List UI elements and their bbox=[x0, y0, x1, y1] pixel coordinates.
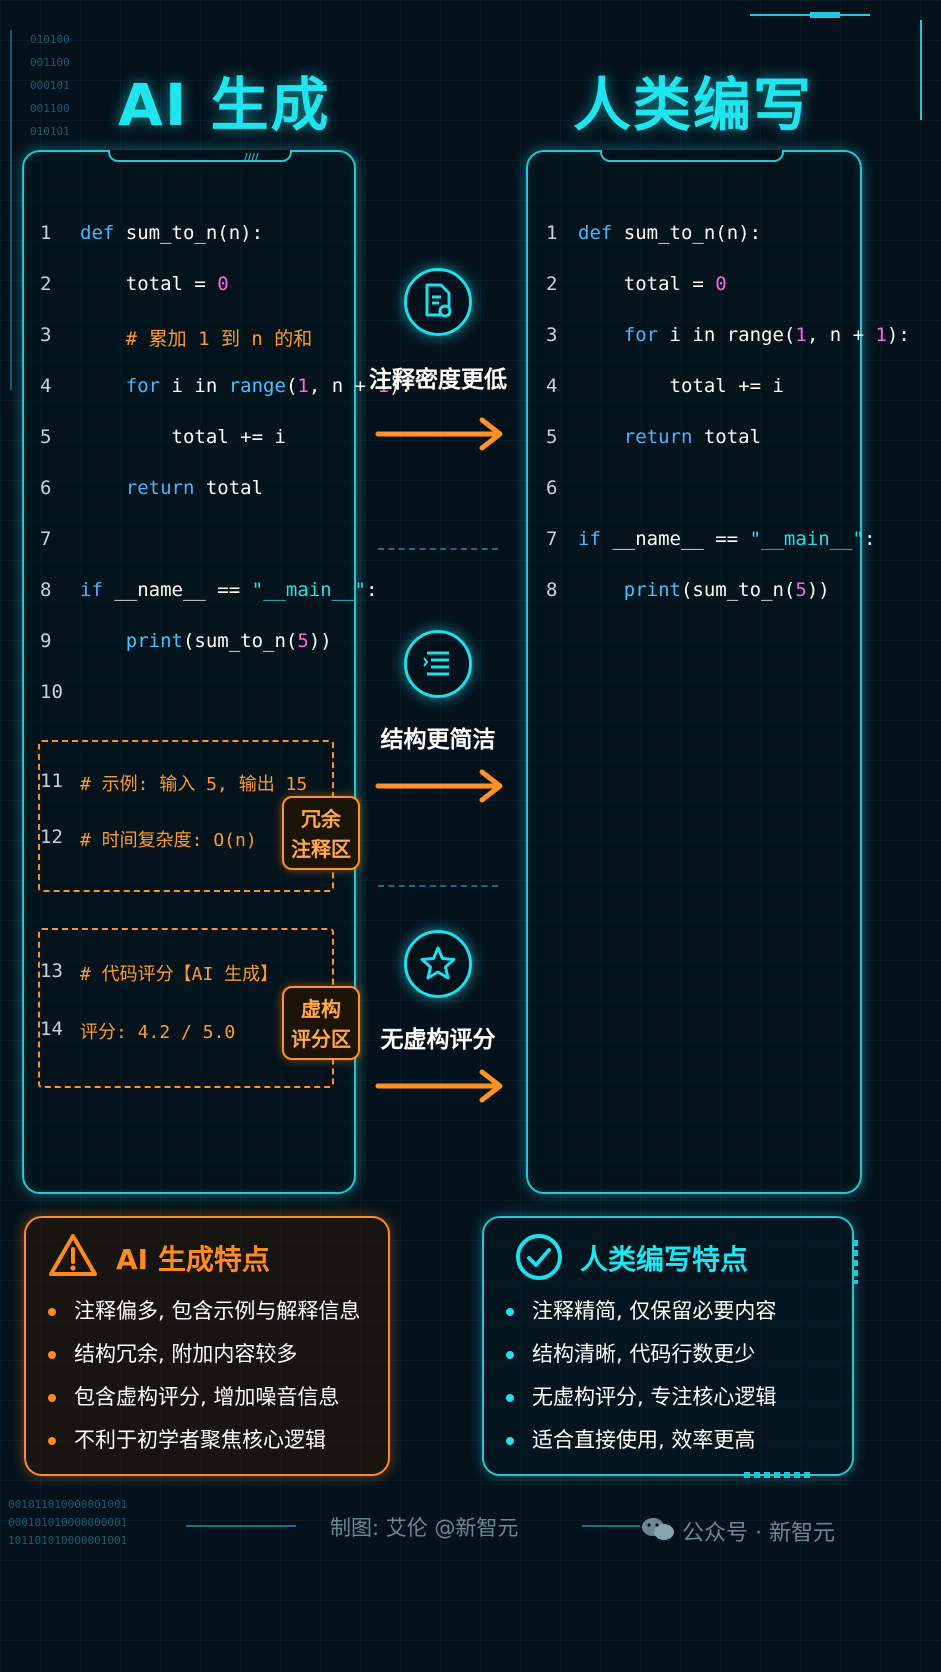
footer-wechat: 公众号 · 新智元 bbox=[682, 1521, 835, 1546]
comment-line: 评分: 4.2 / 5.0 bbox=[80, 1022, 236, 1043]
line-number: 10 bbox=[40, 681, 63, 703]
line-number: 3 bbox=[40, 324, 52, 346]
code-line: if __name__ == "__main__": bbox=[578, 528, 876, 550]
ai-features-title: AI 生成特点 bbox=[116, 1243, 270, 1276]
code-line: for i in range(1, n + 1): bbox=[125, 375, 412, 397]
line-number: 6 bbox=[546, 477, 558, 499]
line-number: 14 bbox=[40, 1018, 63, 1040]
code-line: if __name__ == "__main__": bbox=[80, 579, 378, 601]
arrow-right-icon bbox=[375, 1069, 503, 1103]
redundant-tag: 冗余注释区 bbox=[282, 796, 360, 870]
warning-icon bbox=[49, 1234, 97, 1276]
list-item: 适合直接使用, 效率更高 bbox=[506, 1419, 776, 1462]
line-number: 1 bbox=[546, 222, 558, 244]
line-number: 11 bbox=[40, 770, 63, 792]
code-line: # 累加 1 到 n 的和 bbox=[80, 328, 313, 350]
line-number: 9 bbox=[40, 630, 52, 652]
line-number: 5 bbox=[546, 426, 558, 448]
middle-label-1: 注释密度更低 bbox=[369, 367, 507, 393]
divider bbox=[378, 548, 498, 550]
code-line: total += i bbox=[80, 426, 286, 448]
line-number: 8 bbox=[40, 579, 52, 601]
human-features-title: 人类编写特点 bbox=[580, 1243, 749, 1276]
list-item: 无虚构评分, 专注核心逻辑 bbox=[506, 1376, 776, 1419]
footer-credit: 制图: 艾伦 @新智元 bbox=[330, 1516, 519, 1540]
line-number: 2 bbox=[40, 273, 52, 295]
panel-tab-stripes: //// bbox=[244, 152, 259, 163]
frame-dots bbox=[852, 1240, 858, 1284]
code-line: print(sum_to_n(5)) bbox=[125, 630, 332, 652]
code-line: print(sum_to_n(5)) bbox=[623, 579, 830, 601]
comment-line: # 时间复杂度: O(n) bbox=[80, 830, 257, 851]
list-item: 包含虚构评分, 增加噪音信息 bbox=[48, 1376, 360, 1419]
code-line: total = 0 bbox=[578, 273, 727, 295]
frame-dots bbox=[744, 1472, 814, 1478]
line-number: 7 bbox=[40, 528, 52, 550]
comment-line: # 示例: 输入 5, 输出 15 bbox=[80, 774, 308, 795]
wechat-icon bbox=[642, 1518, 674, 1540]
code-line: total = 0 bbox=[80, 273, 229, 295]
human-features-card: 人类编写特点 注释精简, 仅保留必要内容 结构清晰, 代码行数更少 无虚构评分,… bbox=[482, 1216, 854, 1476]
code-line: for i in range(1, n + 1): bbox=[623, 324, 910, 346]
middle-label-3: 无虚构评分 bbox=[380, 1027, 496, 1053]
code-line: return total bbox=[623, 426, 762, 448]
line-number: 12 bbox=[40, 826, 63, 848]
ai-title: AI 生成 bbox=[118, 71, 331, 139]
list-item: 不利于初学者聚焦核心逻辑 bbox=[48, 1419, 360, 1462]
middle-label-2: 结构更简洁 bbox=[380, 727, 496, 753]
document-icon bbox=[404, 268, 472, 336]
line-number: 1 bbox=[40, 222, 52, 244]
line-number: 2 bbox=[546, 273, 558, 295]
ai-features-list: 注释偏多, 包含示例与解释信息 结构冗余, 附加内容较多 包含虚构评分, 增加噪… bbox=[48, 1290, 360, 1462]
list-icon bbox=[404, 630, 472, 698]
footer-line bbox=[186, 1525, 296, 1527]
footer-line bbox=[582, 1525, 640, 1527]
divider bbox=[378, 885, 498, 887]
line-number: 13 bbox=[40, 960, 63, 982]
check-circle-icon bbox=[516, 1234, 562, 1280]
line-number: 4 bbox=[40, 375, 52, 397]
code-line: def sum_to_n(n): bbox=[578, 222, 762, 244]
ai-features-card: AI 生成特点 注释偏多, 包含示例与解释信息 结构冗余, 附加内容较多 包含虚… bbox=[24, 1216, 390, 1476]
line-number: 7 bbox=[546, 528, 558, 550]
line-number: 4 bbox=[546, 375, 558, 397]
human-code-panel bbox=[526, 150, 862, 1194]
arrow-right-icon bbox=[375, 769, 503, 803]
code-line: total += i bbox=[578, 375, 784, 397]
list-item: 注释偏多, 包含示例与解释信息 bbox=[48, 1290, 360, 1333]
line-number: 5 bbox=[40, 426, 52, 448]
star-icon bbox=[404, 930, 472, 998]
list-item: 结构冗余, 附加内容较多 bbox=[48, 1333, 360, 1376]
arrow-right-icon bbox=[375, 417, 503, 451]
code-line: return total bbox=[125, 477, 264, 499]
panel-tab bbox=[108, 150, 292, 162]
list-item: 结构清晰, 代码行数更少 bbox=[506, 1333, 776, 1376]
left-frame-line bbox=[10, 30, 12, 390]
panel-tab bbox=[600, 150, 784, 162]
line-number: 8 bbox=[546, 579, 558, 601]
right-frame-line bbox=[920, 20, 922, 120]
fake-score-tag: 虚构评分区 bbox=[282, 986, 360, 1060]
line-number: 6 bbox=[40, 477, 52, 499]
code-line: def sum_to_n(n): bbox=[80, 222, 264, 244]
comment-line: # 代码评分【AI 生成】 bbox=[80, 964, 279, 985]
human-title: 人类编写 bbox=[573, 71, 814, 139]
human-features-list: 注释精简, 仅保留必要内容 结构清晰, 代码行数更少 无虚构评分, 专注核心逻辑… bbox=[506, 1290, 776, 1462]
list-item: 注释精简, 仅保留必要内容 bbox=[506, 1290, 776, 1333]
top-right-frame-accent bbox=[810, 12, 840, 18]
line-number: 3 bbox=[546, 324, 558, 346]
